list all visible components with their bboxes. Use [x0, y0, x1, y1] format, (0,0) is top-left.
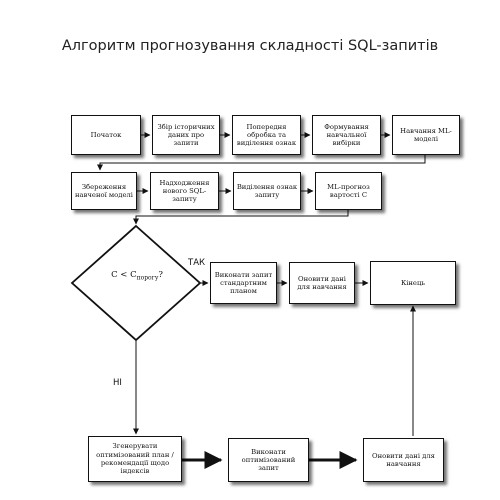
node-predict-cost: ML-прогноз вартості C — [315, 172, 382, 210]
node-form-sample: Формування навчальної вибірки — [312, 115, 381, 155]
decision-subscript: порогу — [136, 274, 159, 282]
node-execute-standard: Виконати запит стандартним планом — [210, 262, 277, 304]
decision-diamond — [70, 224, 202, 342]
node-update-training-1: Оновити дані для навчання — [289, 262, 355, 304]
label-no: НІ — [113, 378, 122, 388]
decision-condition: C < Cпорогу? — [97, 270, 177, 282]
arrow-train-to-save-model — [97, 155, 426, 171]
arrow-predict-to-decision — [133, 210, 349, 225]
node-save-model: Збереження навченої моделі — [71, 172, 137, 210]
node-generate-plan: Згенерувати оптимізований план / рекомен… — [88, 436, 182, 482]
label-yes: ТАК — [188, 258, 206, 268]
decision-suffix: ? — [158, 270, 163, 280]
node-update-training-2: Оновити дані для навчання — [363, 438, 444, 482]
node-new-query: Надходження нового SQL-запиту — [150, 172, 219, 210]
decision-prefix: C < C — [111, 270, 137, 280]
node-extract-features: Виділення ознак запиту — [233, 172, 301, 210]
node-preprocess: Попередня обробка та виділення ознак — [232, 115, 301, 155]
node-execute-optimized: Виконати оптимізований запит — [228, 438, 309, 482]
node-end: Кінець — [370, 261, 456, 305]
node-collect-data: Збір історичних даних про запити — [152, 115, 220, 155]
node-start: Початок — [71, 115, 141, 155]
diagram-title: Алгоритм прогнозування складності SQL-за… — [61, 38, 439, 54]
node-train-model: Навчання ML-моделі — [392, 115, 460, 155]
